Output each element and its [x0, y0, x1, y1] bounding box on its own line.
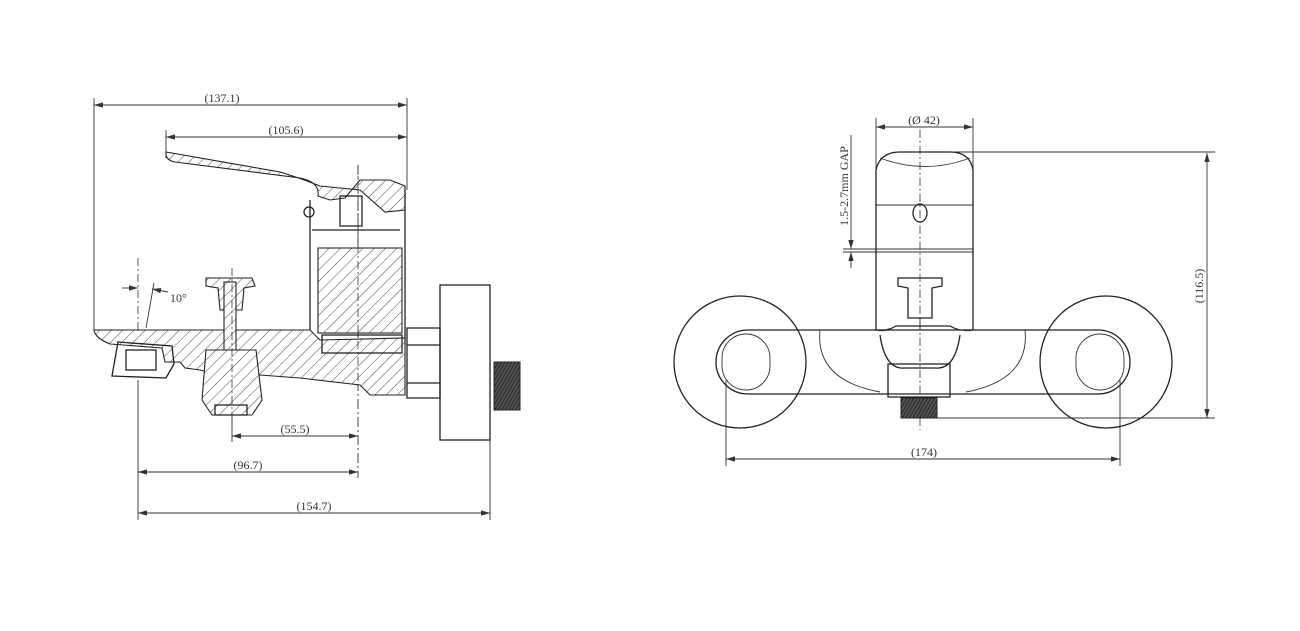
lever-handle	[165, 151, 406, 213]
dim-gap: 1.5-2.7mm GAP	[837, 135, 854, 268]
svg-text:(154.7): (154.7)	[297, 499, 332, 513]
dim-angle: 10°	[122, 282, 187, 329]
right-escutcheon	[1039, 295, 1173, 429]
outlet-nut	[887, 363, 951, 398]
svg-text:(137.1): (137.1)	[205, 91, 240, 105]
handle-column	[875, 151, 974, 332]
dim-handle-diameter: (Ø 42)	[876, 113, 973, 130]
outlet-thread	[900, 397, 938, 419]
svg-text:(96.7): (96.7)	[234, 458, 263, 472]
dim-height: (116.5)	[1192, 153, 1210, 418]
dim-handle-length: (105.6)	[166, 123, 407, 140]
front-view: (Ø 42) 1.5-2.7mm GAP (116.5) (174)	[673, 113, 1215, 466]
inlet-thread	[493, 361, 521, 411]
cartridge	[317, 247, 403, 334]
svg-text:(116.5): (116.5)	[1192, 269, 1206, 304]
dim-diverter-offset: (55.5)	[232, 422, 358, 439]
aerator	[111, 341, 175, 379]
svg-text:(174): (174)	[911, 445, 937, 459]
svg-text:1.5-2.7mm GAP: 1.5-2.7mm GAP	[837, 146, 851, 226]
cartridge-housing	[309, 190, 406, 345]
dim-spout-to-axis: (96.7)	[138, 458, 358, 475]
left-escutcheon	[673, 295, 807, 429]
svg-text:(105.6): (105.6)	[269, 123, 304, 137]
diverter-knob-front	[897, 277, 943, 319]
svg-text:(Ø 42): (Ø 42)	[908, 113, 940, 127]
connection-nut	[406, 327, 441, 399]
svg-text:(55.5): (55.5)	[281, 422, 310, 436]
body-bar	[715, 329, 1131, 395]
side-section-view: (137.1) (105.6) 10° (55.5) (96.7) (154.7…	[93, 91, 521, 520]
dim-total-depth: (154.7)	[138, 499, 490, 516]
dim-centers: (174)	[726, 445, 1120, 462]
svg-text:10°: 10°	[170, 291, 187, 305]
wall-escutcheon	[439, 284, 491, 441]
dim-overall-length: (137.1)	[94, 91, 407, 108]
